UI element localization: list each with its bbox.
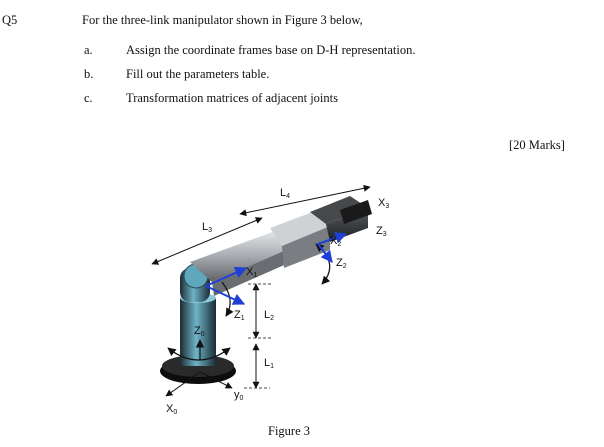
label-x0: X0 xyxy=(166,403,177,416)
item-letter-c: c. xyxy=(84,91,93,105)
label-x3: X3 xyxy=(378,197,389,210)
label-l1: L1 xyxy=(264,357,274,370)
item-text-a: Assign the coordinate frames base on D-H… xyxy=(126,43,416,57)
question-number: Q5 xyxy=(2,13,18,27)
label-z1: Z1 xyxy=(234,309,245,322)
label-z2: Z2 xyxy=(336,257,347,270)
label-z0: Z0 xyxy=(194,325,205,338)
figure-caption: Figure 3 xyxy=(268,424,311,438)
item-text-b: Fill out the parameters table. xyxy=(126,67,270,81)
label-y0: y0 xyxy=(234,389,244,402)
label-z3: Z3 xyxy=(376,225,387,238)
question-prompt: For the three-link manipulator shown in … xyxy=(82,13,363,27)
item-text-c: Transformation matrices of adjacent join… xyxy=(126,91,338,105)
item-letter-b: b. xyxy=(84,67,94,81)
label-l3: L3 xyxy=(202,221,212,234)
label-l4: L4 xyxy=(280,187,290,200)
marks-label: [20 Marks] xyxy=(509,138,565,152)
label-l2: L2 xyxy=(264,309,274,322)
label-x2: X2 xyxy=(330,235,341,248)
label-x1: X1 xyxy=(246,266,257,279)
item-letter-a: a. xyxy=(84,43,93,57)
